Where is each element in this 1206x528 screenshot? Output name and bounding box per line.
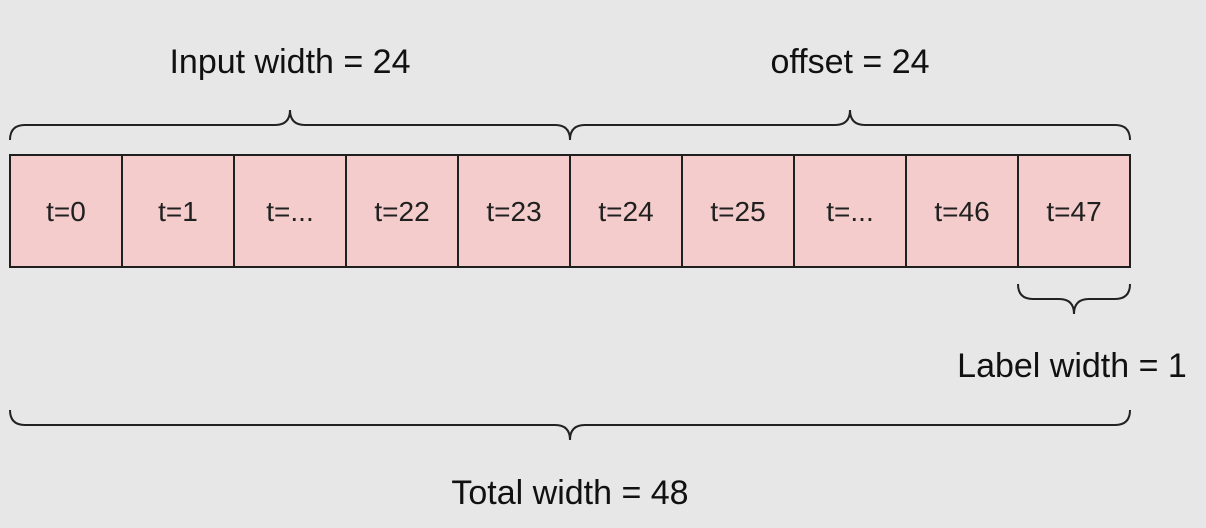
width-labels: Input width = 24 offset = 24 Label width… — [169, 43, 1186, 512]
timestep-cell-label: t=... — [826, 196, 873, 227]
timestep-cell-label: t=23 — [486, 196, 541, 227]
offset-brace — [569, 109, 1131, 141]
timestep-cell-label: t=... — [266, 196, 313, 227]
timestep-cell — [1017, 154, 1131, 268]
timestep-cell — [345, 154, 459, 268]
timestep-cell-label: t=24 — [598, 196, 653, 227]
timestep-cell-label: t=25 — [710, 196, 765, 227]
braces — [9, 109, 1131, 441]
total-width-label: Total width = 48 — [451, 474, 688, 512]
timestep-cells: t=0 t=1 t=... t=22 t=23 t=24 t=25 t=... t=46 t=47 — [9, 154, 1131, 268]
label-width-brace — [1017, 283, 1131, 315]
timestep-cell — [9, 154, 123, 268]
timestep-cell — [569, 154, 683, 268]
label-width-label: Label width = 1 — [957, 347, 1187, 385]
timestep-cell — [233, 154, 347, 268]
input-width-brace — [9, 109, 571, 141]
timestep-cell — [121, 154, 235, 268]
timestep-cell-label: t=0 — [46, 196, 86, 227]
total-width-brace — [9, 409, 1131, 441]
timestep-cell-label: t=1 — [158, 196, 198, 227]
timestep-cell-label: t=46 — [934, 196, 989, 227]
timestep-cell — [905, 154, 1019, 268]
offset-label: offset = 24 — [770, 43, 929, 81]
timestep-cell-label: t=47 — [1046, 196, 1101, 227]
timestep-cell — [457, 154, 571, 268]
input-width-label: Input width = 24 — [169, 43, 410, 81]
timestep-cell-label: t=22 — [374, 196, 429, 227]
